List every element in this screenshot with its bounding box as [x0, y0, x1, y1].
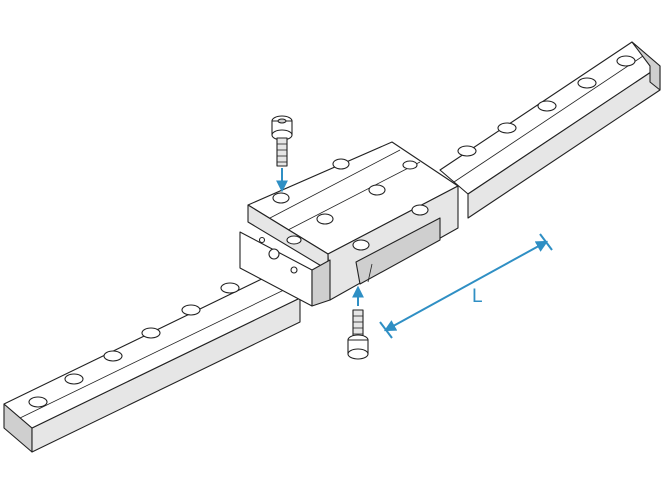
rail-hole: [28, 396, 48, 408]
end-cap-port: [268, 248, 280, 260]
rail-hole: [457, 145, 477, 157]
rail-hole: [577, 77, 597, 89]
block-hole: [286, 235, 302, 245]
dimension-label: L: [472, 286, 483, 307]
rail-holes: [28, 55, 636, 408]
top-bolt: [271, 115, 293, 167]
rail-hole: [616, 55, 636, 67]
block-end-cap-side: [311, 259, 331, 307]
rail-right-end-face: [631, 41, 661, 91]
block-holes: [272, 158, 429, 251]
block-hole: [332, 158, 350, 170]
guide-rail: [3, 41, 661, 453]
block-hole: [352, 239, 370, 251]
rail-hole: [497, 122, 517, 134]
block-hole: [316, 213, 334, 225]
block-hole: [402, 160, 418, 170]
block-hole: [272, 192, 290, 204]
rail-hole: [537, 100, 557, 112]
block-hole: [411, 204, 429, 216]
carriage-block: [239, 141, 459, 307]
rail-hole: [64, 373, 84, 385]
block-hole: [368, 184, 386, 196]
dimension-line: [383, 240, 549, 332]
rail-hole: [220, 282, 240, 294]
rail-left-top-face: [3, 273, 301, 429]
rail-hole: [103, 350, 123, 362]
bottom-bolt: [347, 309, 369, 360]
rail-hole: [181, 304, 201, 316]
rail-hole: [141, 327, 161, 339]
